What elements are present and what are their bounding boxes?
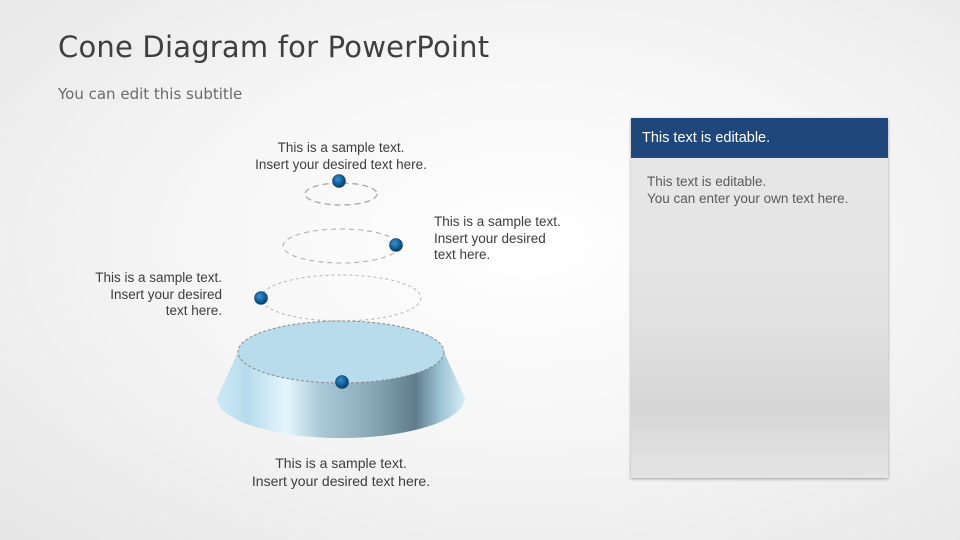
label-level-3-line1: This is a sample text. <box>95 270 222 285</box>
label-level-3[interactable]: This is a sample text. Insert your desir… <box>62 270 222 320</box>
info-panel-body-line2: You can enter your own text here. <box>647 190 849 206</box>
label-level-4-line1: This is a sample text. <box>275 455 407 471</box>
info-panel-body-line1: This text is editable. <box>647 174 767 189</box>
label-level-4[interactable]: This is a sample text. Insert your desir… <box>231 454 451 490</box>
label-level-2[interactable]: This is a sample text. Insert your desir… <box>434 214 594 264</box>
label-level-3-line3: text here. <box>165 303 222 318</box>
cone-ring-1 <box>304 182 378 206</box>
label-level-3-line2: Insert your desired <box>110 286 222 302</box>
marker-dot-2 <box>389 238 403 252</box>
label-level-1-line2: Insert your desired text here. <box>255 156 427 172</box>
info-panel-header[interactable]: This text is editable. <box>631 118 888 158</box>
marker-dot-1 <box>332 174 346 188</box>
label-level-4-line2: Insert your desired text here. <box>251 473 431 489</box>
marker-dot-3 <box>254 291 268 305</box>
cone-ring-3 <box>260 274 422 322</box>
info-panel-body[interactable]: This text is editable. You can enter you… <box>631 158 888 207</box>
label-level-1-line1: This is a sample text. <box>277 140 405 155</box>
marker-dot-4 <box>335 375 349 389</box>
label-level-2-line1: This is a sample text. <box>434 214 561 229</box>
cone-base <box>217 320 465 438</box>
cone-ring-2 <box>282 228 400 264</box>
slide-title[interactable]: Cone Diagram for PowerPoint <box>58 30 490 64</box>
slide-subtitle[interactable]: You can edit this subtitle <box>58 85 243 103</box>
label-level-2-line3: text here. <box>434 247 491 262</box>
label-level-2-line2: Insert your desired <box>434 230 546 246</box>
info-panel: This text is editable. This text is edit… <box>631 118 888 478</box>
label-level-1[interactable]: This is a sample text. Insert your desir… <box>231 140 451 173</box>
